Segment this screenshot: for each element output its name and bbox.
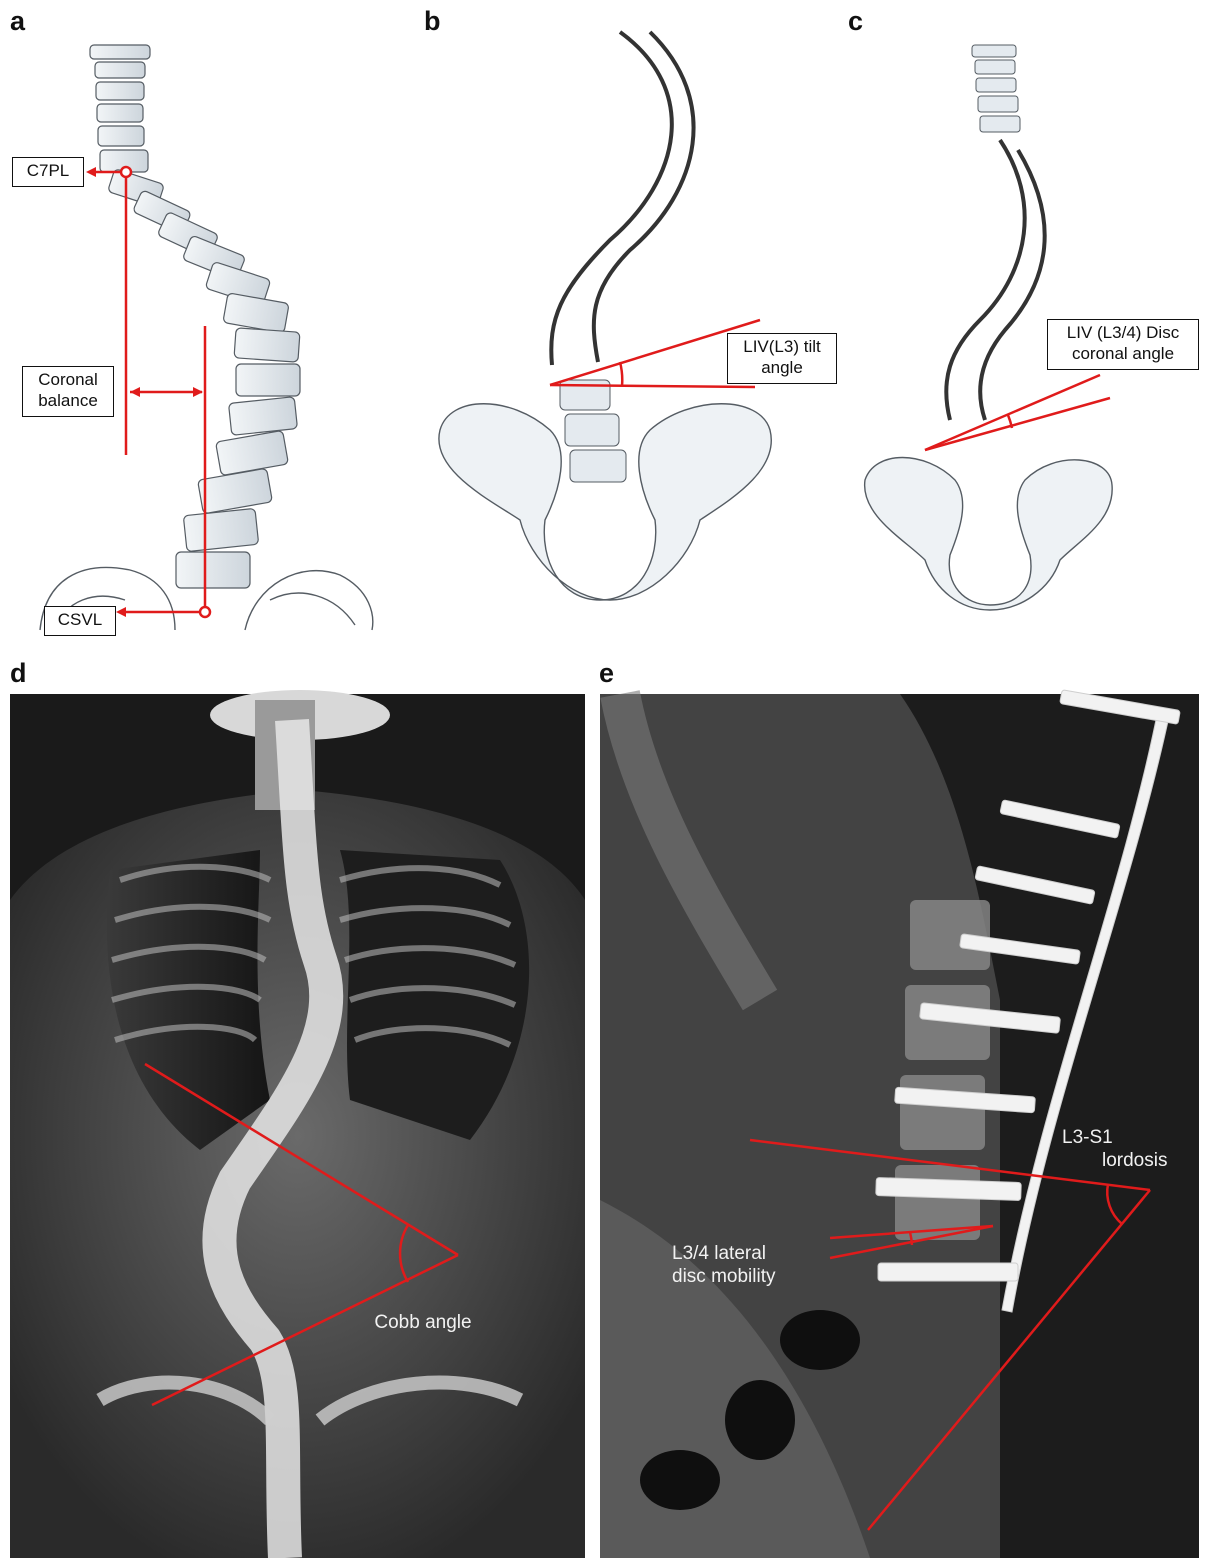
lordosis-line1: L3-S1 [1052,1126,1202,1149]
lordosis-label: L3-S1 lordosis [1052,1126,1202,1172]
disc-mobility-line1: L3/4 lateral [672,1242,832,1265]
disc-mobility-line2: disc mobility [672,1265,832,1288]
disc-mobility-label: L3/4 lateral disc mobility [672,1242,832,1288]
lordosis-line2: lordosis [1052,1149,1202,1172]
